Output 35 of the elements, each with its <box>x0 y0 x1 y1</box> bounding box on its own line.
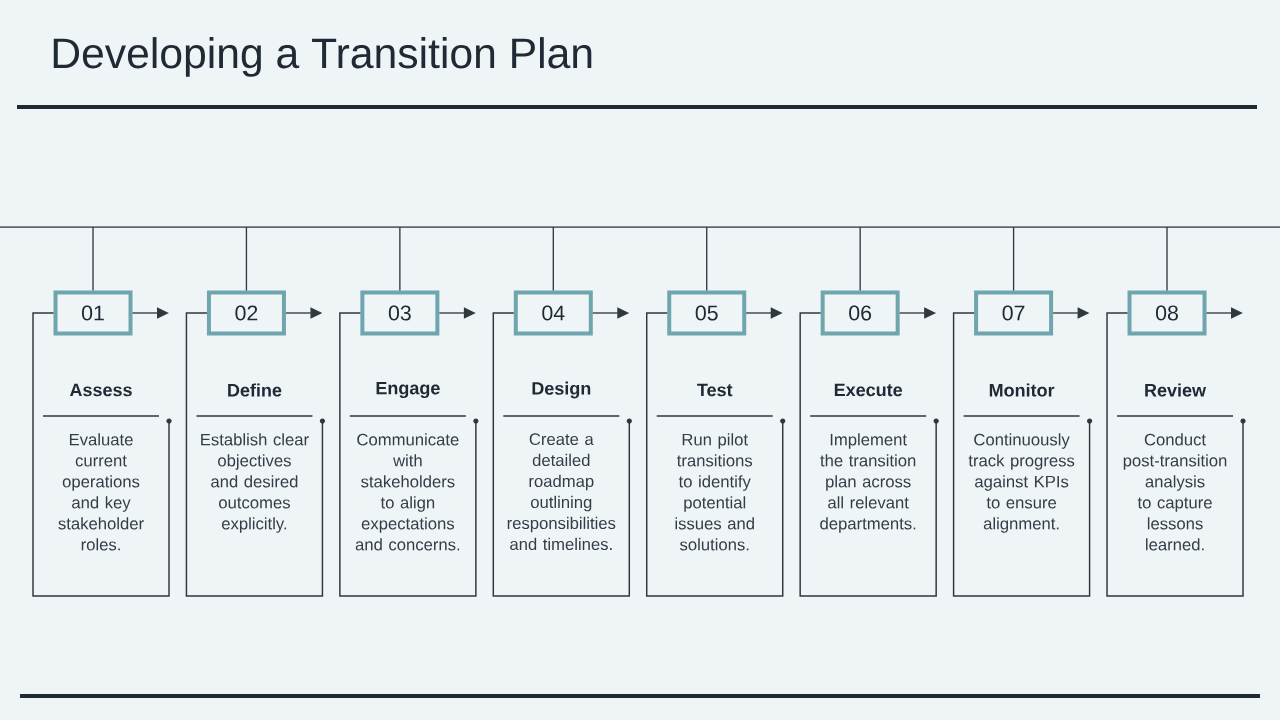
title: Developing a Transition Plan <box>53 37 592 77</box>
arrow <box>131 307 169 319</box>
number-box: 04 <box>513 290 593 336</box>
step-description: Create a detailed roadmap outlining responsibilities and timelines. <box>507 433 616 551</box>
connector-line <box>399 226 401 292</box>
step-heading: Monitor <box>989 383 1055 397</box>
connector-line <box>706 226 708 292</box>
step-description: Establish clear objectives and desired outcomes explicitly. <box>201 433 309 533</box>
connector-line <box>92 226 94 292</box>
number-box: 08 <box>1127 290 1207 336</box>
step-heading: Assess <box>69 383 132 397</box>
step-description: Implement the transition plan across all relevant departments. <box>820 433 916 533</box>
number-box: 06 <box>820 290 900 336</box>
step-description: Continuously track progress against KPIs to ensure alignment. <box>968 433 1075 533</box>
connector-line <box>552 226 554 292</box>
step-heading: Engage <box>376 381 440 399</box>
step-heading: Design <box>532 381 591 399</box>
connector-line <box>245 226 248 292</box>
step-description: Communicate with stakeholders to align expectations and concerns. <box>355 433 460 551</box>
number-box: 05 <box>667 290 747 336</box>
step-heading: Test <box>697 383 733 397</box>
arrow <box>1205 307 1243 319</box>
step-description: Evaluate current operations and key stakeholder roles. <box>58 433 144 551</box>
number-box: 01 <box>53 290 133 336</box>
number-box: 03 <box>360 290 440 336</box>
step-description: Conduct post-transition analysis to capture lessons learned. <box>1123 433 1227 551</box>
connector-line <box>1012 226 1015 292</box>
number-box: 02 <box>206 290 286 336</box>
step-heading: Define <box>228 383 282 397</box>
step-heading: Execute <box>834 383 903 397</box>
number-box: 07 <box>974 290 1054 336</box>
step-description: Run pilot transitions to identify potential issues and solutions. <box>675 433 754 551</box>
connector-line <box>1166 226 1168 292</box>
step-heading: Review <box>1145 383 1207 397</box>
connector-line <box>859 226 861 292</box>
